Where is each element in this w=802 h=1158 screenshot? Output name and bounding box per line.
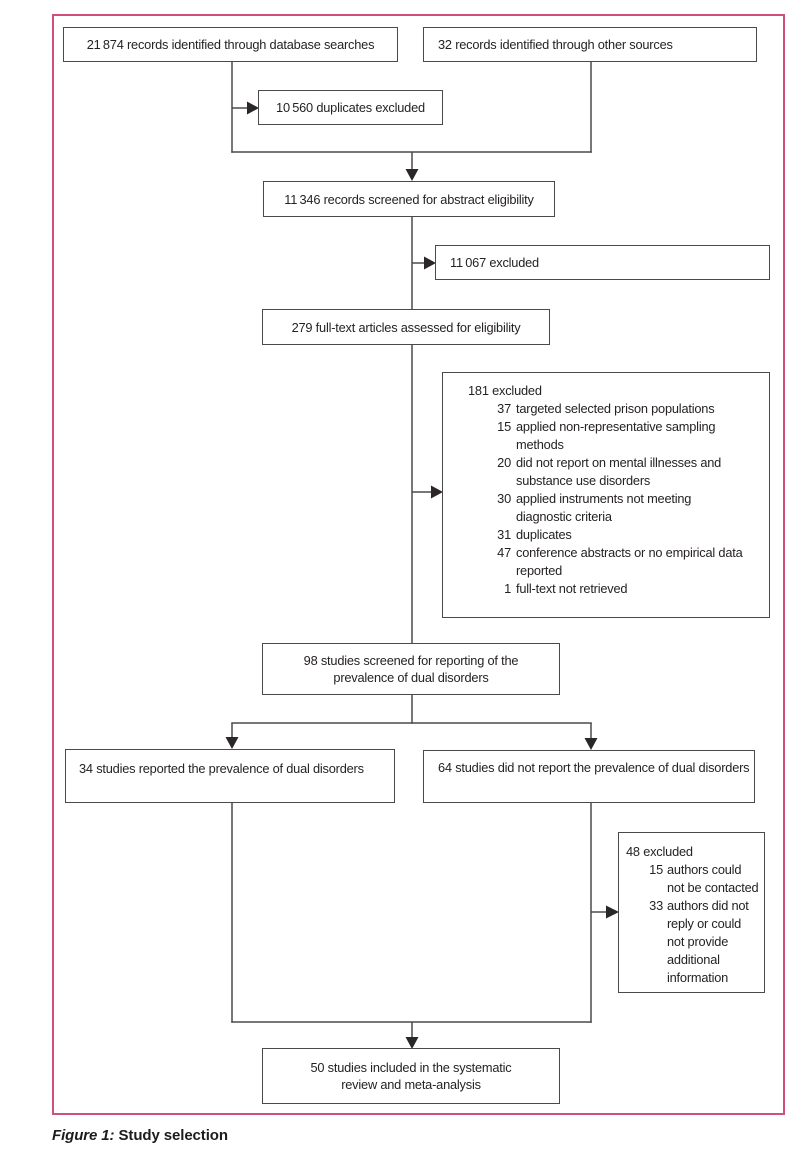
exclusion-count: 1	[504, 581, 511, 596]
exclusion-item: 15 applied non-representative sampling m…	[443, 418, 763, 454]
flow-box-prevalence-screened: 98 studies screened for reporting of the…	[262, 643, 560, 695]
flow-box-authors-excluded: 48 excluded 15 authors could not be cont…	[618, 832, 765, 993]
flow-box-abstract-excluded: 11 067 excluded	[435, 245, 770, 280]
exclusion-item: 15 authors could not be contacted	[619, 861, 764, 897]
flow-box-included-text: 50 studies included in the systematic re…	[310, 1060, 512, 1092]
figure-caption-title: Study selection	[118, 1127, 228, 1144]
flow-box-fulltext-excluded: 181 excluded 37 targeted selected prison…	[442, 372, 770, 618]
flow-box-prevalence-reported-text: 34 studies reported the prevalence of du…	[79, 761, 364, 776]
exclusion-title: 181 excluded	[468, 383, 542, 398]
exclusion-item: 47 conference abstracts or no empirical …	[443, 544, 763, 580]
flow-box-abstract-screened-text: 11 346 records screened for abstract eli…	[284, 191, 534, 207]
exclusion-count: 33	[649, 898, 663, 913]
exclusion-count: 20	[497, 455, 511, 470]
exclusion-reason: authors could not be contacted	[667, 862, 759, 895]
exclusion-reason: applied non-representative sampling meth…	[516, 419, 716, 452]
flow-box-prevalence-screened-text: 98 studies screened for reporting of the…	[303, 653, 519, 685]
exclusion-item: 33 authors did not reply or could not pr…	[619, 897, 764, 987]
exclusion-count: 47	[497, 545, 511, 560]
flow-box-prevalence-not-reported: 64 studies did not report the prevalence…	[423, 750, 755, 803]
exclusion-reason: targeted selected prison populations	[516, 401, 715, 416]
flow-box-prevalence-reported: 34 studies reported the prevalence of du…	[65, 749, 395, 803]
exclusion-item: 31 duplicates	[443, 526, 763, 544]
figure-caption: Figure 1: Study selection	[52, 1127, 228, 1144]
exclusion-count: 30	[497, 491, 511, 506]
figure-frame-border	[52, 14, 785, 1115]
exclusion-item: 30 applied instruments not meeting diagn…	[443, 490, 763, 526]
flow-box-prevalence-not-reported-text: 64 studies did not report the prevalence…	[438, 760, 750, 775]
flow-box-other-sources: 32 records identified through other sour…	[423, 27, 757, 62]
exclusion-count: 15	[497, 419, 511, 434]
exclusion-item: 1 full-text not retrieved	[443, 580, 763, 598]
flow-box-duplicates-excluded-text: 10 560 duplicates excluded	[276, 100, 425, 115]
exclusion-reason: full-text not retrieved	[516, 581, 628, 596]
figure-caption-label: Figure 1:	[52, 1127, 115, 1144]
exclusion-item: 20 did not report on mental illnesses an…	[443, 454, 763, 490]
flow-box-abstract-excluded-text: 11 067 excluded	[450, 255, 539, 270]
flow-box-duplicates-excluded: 10 560 duplicates excluded	[258, 90, 443, 125]
exclusion-reason: duplicates	[516, 527, 572, 542]
flow-box-fulltext-assessed: 279 full-text articles assessed for elig…	[262, 309, 550, 345]
exclusion-item: 37 targeted selected prison populations	[443, 400, 763, 418]
exclusion-title: 48 excluded	[626, 844, 693, 859]
flow-box-database-records: 21 874 records identified through databa…	[63, 27, 398, 62]
flow-box-fulltext-assessed-text: 279 full-text articles assessed for elig…	[291, 319, 521, 335]
exclusion-reason: did not report on mental illnesses and s…	[516, 455, 722, 488]
flow-box-included: 50 studies included in the systematic re…	[262, 1048, 560, 1104]
exclusion-reason: authors did not reply or could not provi…	[667, 898, 749, 985]
exclusion-count: 37	[497, 401, 511, 416]
exclusion-reason: applied instruments not meeting diagnost…	[516, 491, 692, 524]
exclusion-count: 15	[649, 862, 663, 877]
flow-box-other-sources-text: 32 records identified through other sour…	[438, 37, 673, 52]
exclusion-reason: conference abstracts or no empirical dat…	[516, 545, 743, 578]
exclusion-count: 31	[497, 527, 511, 542]
flow-box-database-records-text: 21 874 records identified through databa…	[86, 37, 375, 52]
flow-box-abstract-screened: 11 346 records screened for abstract eli…	[263, 181, 555, 217]
